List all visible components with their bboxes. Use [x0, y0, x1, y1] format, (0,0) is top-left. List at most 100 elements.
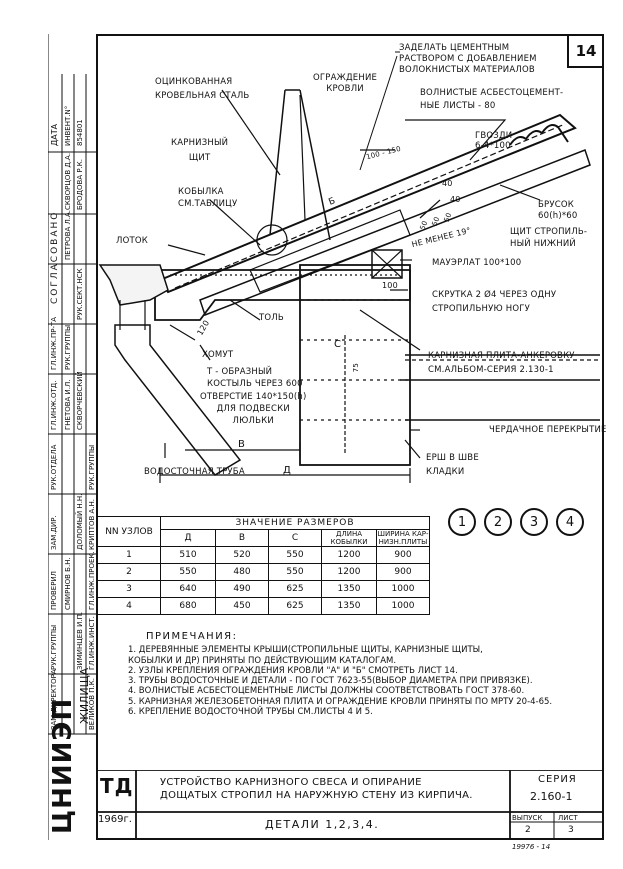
callout-rafter-shield: ЩИТ СТРОПИЛЬ- НЫЙ НИЖНИЙ	[510, 226, 587, 250]
callout-line: ЕРШ В ШВЕ	[426, 453, 479, 463]
title-line-2: ДОЩАТЫХ СТРОПИЛ НА НАРУЖНУЮ СТЕНУ ИЗ КИР…	[160, 790, 473, 801]
note-line: 3. ТРУБЫ ВОДОСТОЧНЫЕ И ДЕТАЛИ - ПО ГОСТ …	[128, 676, 533, 687]
cell: 625	[268, 597, 322, 615]
col-header: Д	[160, 529, 216, 547]
cell: 490	[215, 580, 269, 598]
dimensions-table: NN УЗЛОВ ЗНАЧЕНИЕ РАЗМЕРОВ Д В С ДЛИНА К…	[97, 516, 430, 615]
callout-gutter: ЛОТОК	[116, 236, 148, 246]
notes-title: ПРИМЕЧАНИЯ:	[146, 631, 238, 642]
cell: 480	[215, 563, 269, 581]
note-line: 5. КАРНИЗНАЯ ЖЕЛЕЗОБЕТОННАЯ ПЛИТА И ОГРА…	[128, 696, 553, 707]
callout-line: ДЛЯ ПОДВЕСКИ	[216, 404, 290, 414]
callout-attic-floor: ЧЕРДАЧНОЕ ПЕРЕКРЫТИЕ	[489, 425, 607, 435]
drawing-subtitle: ДЕТАЛИ 1,2,3,4.	[265, 818, 380, 831]
callout-line: 6-4*100	[475, 141, 511, 151]
series-label: СЕРИЯ	[538, 774, 577, 785]
sheet-number: 14	[575, 42, 597, 60]
callout-cornice-shield: КАРНИЗНЫЙ ЩИТ	[171, 136, 228, 166]
cell: 680	[160, 597, 216, 615]
callout-tol: ТОЛЬ	[259, 313, 284, 323]
callout-cornice-slab: КАРНИЗНАЯ ПЛИТА-АНКЕРОВКУ СМ.АЛЬБОМ-СЕРИ…	[428, 349, 575, 377]
callout-seal-cement: ЗАДЕЛАТЬ ЦЕМЕНТНЫМ РАСТВОРОМ С ДОБАВЛЕНИ…	[399, 43, 537, 76]
callout-line: СКРУТКА 2 Ø4 ЧЕРЕЗ ОДНУ	[432, 290, 557, 300]
callout-line: ЛЮЛЬКИ	[232, 416, 274, 426]
callout-line: КОСТЫЛЬ ЧЕРЕЗ 600	[207, 379, 303, 389]
callout-line: КАРНИЗНЫЙ	[171, 138, 229, 148]
cell: 550	[268, 563, 322, 581]
cell: 510	[160, 546, 216, 564]
drawing-frame	[96, 34, 604, 840]
callout-line: ЩИТ СТРОПИЛЬ-	[510, 227, 588, 237]
callout-clamp: ХОМУТ	[202, 350, 234, 360]
col-nodes-header: NN УЗЛОВ	[97, 516, 161, 547]
callout-line: БРУСОК	[538, 200, 574, 210]
callout-line: КРОВЛИ	[326, 84, 364, 94]
cell: 900	[376, 546, 430, 564]
cell: 550	[268, 546, 322, 564]
cell: 1350	[321, 597, 377, 615]
td-mark: ТД	[100, 774, 134, 798]
dim-40a: 40	[442, 179, 453, 188]
sheet-number-box: 14	[567, 36, 603, 68]
cell: 520	[215, 546, 269, 564]
detail-marker-1: 1	[448, 508, 476, 536]
callout-hole: ОТВЕРСТИЕ 140*150(h) ДЛЯ ПОДВЕСКИ ЛЮЛЬКИ	[200, 391, 307, 427]
callout-t-crutch: Т - ОБРАЗНЫЙ КОСТЫЛЬ ЧЕРЕЗ 600	[207, 366, 303, 390]
approval-grid	[48, 34, 96, 840]
callout-line: СМ.ТАБЛИЦУ	[178, 199, 238, 209]
callout-line: ЗАДЕЛАТЬ ЦЕМЕНТНЫМ	[399, 43, 510, 53]
callout-downpipe: ВОДОСТОЧНАЯ ТРУБА	[144, 467, 245, 477]
sheet-value: 3	[568, 825, 574, 835]
callout-line: КЛАДКИ	[426, 467, 465, 477]
callout-galvanized: ОЦИНКОВАННАЯ КРОВЕЛЬНАЯ СТАЛЬ	[155, 75, 249, 103]
callout-kobylka: КОБЫЛКА СМ.ТАБЛИЦУ	[178, 186, 237, 210]
cell: 1350	[321, 580, 377, 598]
dim-100: 100	[382, 281, 398, 290]
cell: 1200	[321, 563, 377, 581]
dim-b: В	[238, 439, 246, 450]
col-header: В	[215, 529, 269, 547]
sheet-label: ЛИСТ	[558, 814, 578, 822]
callout-line: РАСТВОРОМ С ДОБАВЛЕНИЕМ	[399, 54, 537, 64]
dim-b-label: Б	[327, 196, 336, 208]
detail-marker-2: 2	[484, 508, 512, 536]
note-line: КОБЫЛКИ И ДР) ПРИНЯТЫ ПО ДЕЙСТВУЮЩИМ КАТ…	[128, 655, 397, 666]
title-line-1: УСТРОЙСТВО КАРНИЗНОГО СВЕСА И ОПИРАНИЕ	[160, 777, 422, 788]
note-line: 1. ДЕРЕВЯННЫЕ ЭЛЕМЕНТЫ КРЫШИ(СТРОПИЛЬНЫЕ…	[128, 645, 483, 656]
callout-line: СМ.АЛЬБОМ-СЕРИЯ 2.130-1	[428, 365, 554, 375]
cell: 3	[97, 580, 161, 598]
cell: 450	[215, 597, 269, 615]
callout-line: Т - ОБРАЗНЫЙ	[207, 367, 273, 377]
callout-line: КРОВЕЛЬНАЯ СТАЛЬ	[155, 91, 250, 101]
issue-label: ВЫПУСК	[512, 814, 543, 822]
series-value: 2.160-1	[530, 790, 573, 803]
col-header: С	[268, 529, 322, 547]
note-line: 2. УЗЛЫ КРЕПЛЕНИЯ ОГРАЖДЕНИЯ КРОВЛИ "А" …	[128, 665, 458, 676]
title-block-grid	[96, 770, 604, 840]
col-header: ДЛИНА КОБЫЛКИ	[321, 529, 377, 547]
callout-line: КАРНИЗНАЯ ПЛИТА-АНКЕРОВКУ	[428, 351, 575, 361]
callout-line: ОЦИНКОВАННАЯ	[155, 77, 233, 87]
issue-value: 2	[525, 825, 531, 835]
bottom-code: 19976 - 14	[512, 843, 551, 851]
cell: 1200	[321, 546, 377, 564]
detail-marker-3: 3	[520, 508, 548, 536]
detail-marker-4: 4	[556, 508, 584, 536]
col-header: ШИРИНА КАР-НИЗН.ПЛИТЫ	[376, 529, 430, 547]
cell: 625	[268, 580, 322, 598]
callout-line: ГВОЗДИ	[475, 131, 513, 141]
cell: 900	[376, 563, 430, 581]
callout-roof-fence: ОГРАЖДЕНИЕ КРОВЛИ	[313, 73, 377, 95]
callout-line: ВОЛНИСТЫЕ АСБЕСТОЦЕМЕНТ-	[420, 88, 564, 98]
callout-line: НЫЕ ЛИСТЫ - 80	[420, 101, 496, 111]
callout-line: СТРОПИЛЬНУЮ НОГУ	[432, 304, 531, 314]
note-line: 4. ВОЛНИСТЫЕ АСБЕСТОЦЕМЕНТНЫЕ ЛИСТЫ ДОЛЖ…	[128, 686, 525, 697]
callout-line: ВОЛОКНИСТЫХ МАТЕРИАЛОВ	[399, 65, 535, 75]
callout-line: ОТВЕРСТИЕ 140*150(h)	[200, 392, 307, 402]
callout-asbestos: ВОЛНИСТЫЕ АСБЕСТОЦЕМЕНТ- НЫЕ ЛИСТЫ - 80	[420, 87, 563, 113]
